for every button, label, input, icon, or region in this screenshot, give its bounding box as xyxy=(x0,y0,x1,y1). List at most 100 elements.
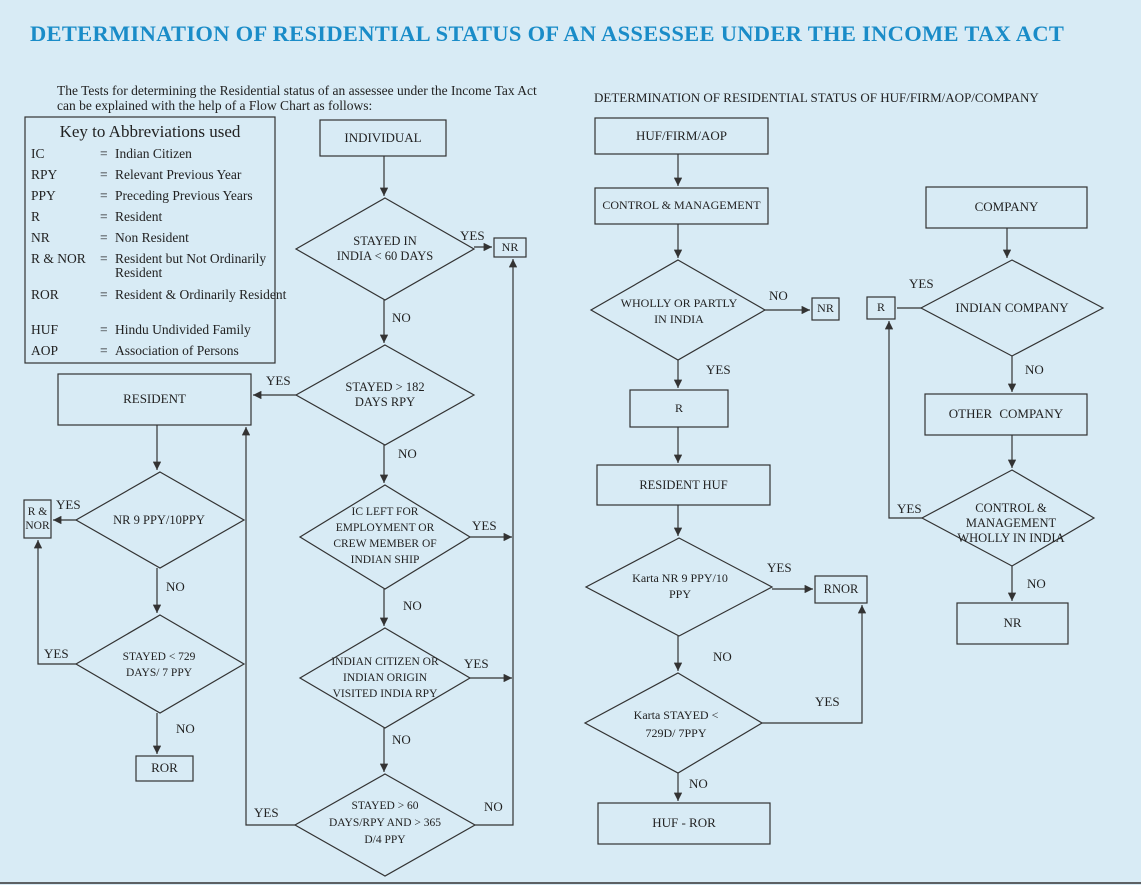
key-abbr: AOP xyxy=(31,343,59,358)
key-equals: = xyxy=(100,209,108,224)
nr-huf-box xyxy=(811,297,840,321)
key-definition: Relevant Previous Year xyxy=(115,167,242,182)
key-definition: Resident but Not Ordinarily Resident xyxy=(115,251,267,280)
stayed-729-diamond xyxy=(74,614,246,714)
rnor-node: RNOR xyxy=(823,582,859,597)
stayed-182-node: STAYED > 182 DAYS RPY xyxy=(345,380,425,409)
yes-label: YES xyxy=(56,497,81,512)
yes-label: YES xyxy=(706,362,731,377)
resident-node: RESIDENT xyxy=(123,391,186,407)
stayed-60-365-node: STAYED > 60 DAYS/RPY AND > 365 D/4 PPY xyxy=(328,799,442,846)
key-abbr: R xyxy=(31,209,41,224)
other-company-box xyxy=(924,393,1088,436)
yes-label: YES xyxy=(897,501,922,516)
huf-firm-aop-node: HUF/FIRM/AOP xyxy=(635,127,728,143)
indian-citizen-node: INDIAN CITIZEN OR INDIAN ORIGIN VISITED … xyxy=(331,656,439,700)
key-box xyxy=(24,116,276,364)
yes-label: YES xyxy=(472,518,497,533)
key-equals: = xyxy=(100,251,108,266)
ic-left-diamond xyxy=(298,484,472,590)
resident-huf-box xyxy=(596,464,771,506)
no-label: NO xyxy=(713,649,732,664)
stayed-60-365-diamond xyxy=(293,773,477,877)
key-abbr: NR xyxy=(31,230,50,245)
key-equals: = xyxy=(100,167,108,182)
key-equals: = xyxy=(100,287,108,302)
rnor-box xyxy=(814,575,868,604)
nr-company-node: NR xyxy=(1003,615,1022,631)
ror-box xyxy=(135,755,194,782)
yes-label: YES xyxy=(460,228,485,243)
key-abbr: R & NOR xyxy=(31,251,86,266)
key-equals: = xyxy=(100,322,108,337)
yes-label: YES xyxy=(266,373,291,388)
nr-9ppy-diamond xyxy=(74,471,246,569)
r-company-box xyxy=(866,296,896,320)
stayed-182-diamond xyxy=(294,344,476,446)
r-huf-box xyxy=(629,389,729,428)
no-label: NO xyxy=(403,598,422,613)
stayed-729-node: STAYED < 729 DAYS/ 7 PPY xyxy=(122,651,196,679)
nr-top-node: NR xyxy=(501,239,519,254)
key-equals: = xyxy=(100,188,108,203)
key-definition: Association of Persons xyxy=(115,343,239,358)
individual-node: INDIVIDUAL xyxy=(344,129,422,145)
no-label: NO xyxy=(484,799,503,814)
yes-label: YES xyxy=(44,646,69,661)
resident-huf-node: RESIDENT HUF xyxy=(639,477,728,492)
r-nor-node: R & NOR xyxy=(25,506,50,532)
control-mgmt-box xyxy=(594,187,769,225)
key-definition: Resident & Ordinarily Resident xyxy=(115,287,287,302)
resident-box xyxy=(57,373,252,426)
no-label: NO xyxy=(1025,362,1044,377)
key-definition: Resident xyxy=(115,209,163,224)
no-label: NO xyxy=(166,579,185,594)
key-definition: Indian Citizen xyxy=(115,146,192,161)
no-label: NO xyxy=(392,732,411,747)
huf-section-heading: DETERMINATION OF RESIDENTIAL STATUS OF H… xyxy=(594,90,1039,105)
company-node: COMPANY xyxy=(974,199,1039,215)
no-label: NO xyxy=(1027,576,1046,591)
no-label: NO xyxy=(689,776,708,791)
huf-ror-node: HUF - ROR xyxy=(652,815,716,831)
wholly-partly-node: WHOLLY OR PARTLY IN INDIA xyxy=(620,296,738,326)
key-abbr: HUF xyxy=(31,322,59,337)
control-wholly-node: CONTROL & MANAGEMENT WHOLLY IN INDIA xyxy=(957,500,1065,545)
no-label: NO xyxy=(392,310,411,325)
ror-node: ROR xyxy=(151,760,178,776)
r-huf-node: R xyxy=(674,400,683,415)
nr-top-box xyxy=(493,237,527,258)
yes-label: YES xyxy=(815,694,840,709)
no-label: NO xyxy=(398,446,417,461)
key-title: Key to Abbreviations used xyxy=(59,122,241,141)
indian-company-node: INDIAN COMPANY xyxy=(955,300,1069,316)
ic-left-node: IC LEFT FOR EMPLOYMENT OR CREW MEMBER OF… xyxy=(333,506,437,566)
stayed-60-diamond xyxy=(294,197,476,301)
key-equals: = xyxy=(100,146,108,161)
intro-text: The Tests for determining the Residentia… xyxy=(57,83,537,113)
individual-box xyxy=(319,119,447,157)
karta-nr-diamond xyxy=(584,537,774,637)
karta-nr-node: Karta NR 9 PPY/10 PPY xyxy=(632,571,728,601)
key-definition: Preceding Previous Years xyxy=(115,188,253,203)
key-abbr: PPY xyxy=(31,188,56,203)
key-abbr: RPY xyxy=(31,167,58,182)
yes-label: YES xyxy=(909,276,934,291)
r-nor-box xyxy=(23,499,52,539)
key-equals: = xyxy=(100,230,108,245)
karta-stayed-node: Karta STAYED < 729D/ 7PPY xyxy=(633,708,719,740)
indian-citizen-diamond xyxy=(298,627,472,729)
page-title: DETERMINATION OF RESIDENTIAL STATUS OF A… xyxy=(30,21,1065,46)
nr-huf-node: NR xyxy=(817,301,834,316)
nr-9ppy-node: NR 9 PPY/10PPY xyxy=(113,512,205,527)
yes-label: YES xyxy=(464,656,489,671)
no-label: NO xyxy=(176,721,195,736)
no-label: NO xyxy=(769,288,788,303)
other-company-node: OTHER COMPANY xyxy=(948,406,1064,422)
huf-ror-box xyxy=(597,802,771,845)
control-mgmt-node: CONTROL & MANAGEMENT xyxy=(602,198,761,213)
key-definition: Non Resident xyxy=(115,230,189,245)
key-equals: = xyxy=(100,343,108,358)
yes-label: YES xyxy=(254,805,279,820)
